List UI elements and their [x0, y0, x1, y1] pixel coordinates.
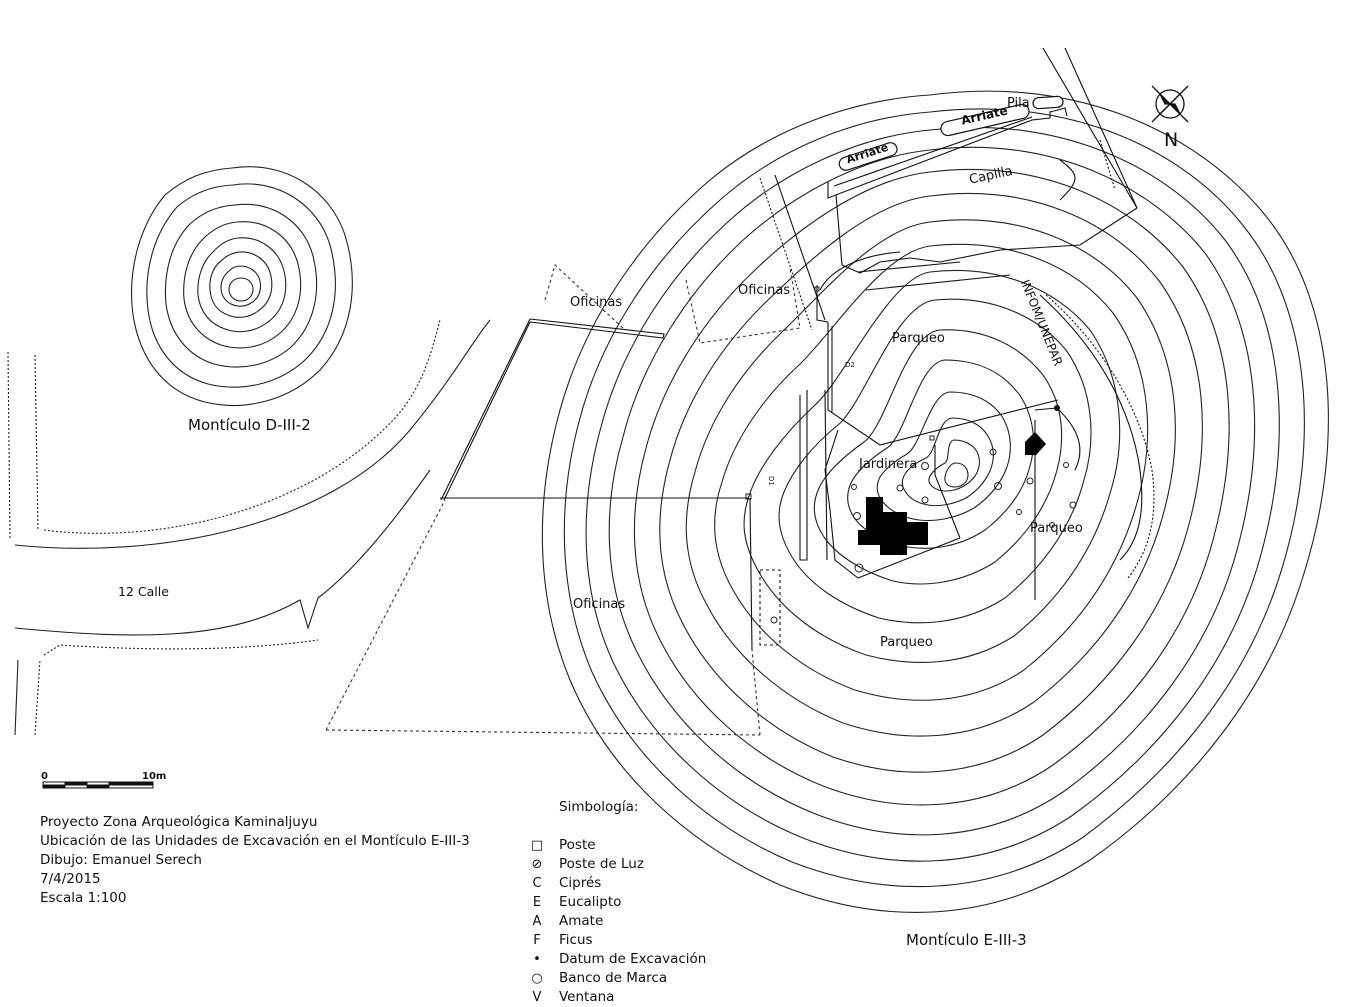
datum-marker: [1054, 405, 1060, 411]
label-parqueo-1: Parqueo: [892, 331, 945, 346]
letter-a: A: [532, 914, 542, 929]
project-title: Proyecto Zona Arqueológica Kaminaljuyu: [40, 814, 318, 830]
legend-title: Simbología:: [559, 799, 639, 815]
label-pila: Pila: [1007, 96, 1030, 111]
label-d2: D2: [845, 361, 855, 369]
excavation-units: [858, 432, 1046, 555]
letter-v: V: [532, 990, 542, 1005]
label-jardinera: Jardinera: [859, 457, 918, 472]
hatched-circle-icon: ⊘: [531, 857, 543, 872]
datum-icon: •: [533, 952, 541, 967]
oficinas-outlines: [325, 263, 801, 736]
scale-bar: [42, 781, 154, 789]
letter-e: E: [532, 895, 542, 910]
north-label: N: [1164, 129, 1179, 151]
legend-item-label: Ventana: [559, 989, 615, 1005]
north-arrow-icon: [1151, 85, 1189, 123]
letter-f: F: [533, 933, 541, 948]
legend-item-label: Ficus: [559, 932, 593, 948]
arriate-shapes: [838, 95, 1064, 171]
label-d1: D1: [767, 476, 775, 486]
legend-item-label: Ciprés: [559, 875, 602, 891]
circle-icon: ○: [531, 971, 543, 986]
legend-item-label: Eucalipto: [559, 894, 622, 910]
legend-item-label: Datum de Excavación: [559, 951, 707, 967]
legend-item-label: Amate: [559, 913, 604, 929]
legend-item-label: Banco de Marca: [559, 970, 668, 986]
label-oficinas-3: Oficinas: [573, 597, 626, 612]
scale-start-label: 0: [41, 771, 48, 782]
drawing-author: Dibujo: Emanuel Serech: [40, 852, 202, 868]
project-info: Proyecto Zona Arqueológica Kaminaljuyu U…: [40, 813, 470, 908]
label-12-calle: 12 Calle: [118, 584, 169, 599]
legend-item-label: Poste: [559, 837, 596, 853]
mound-d-contours: [131, 166, 353, 406]
label-monticulo-e-iii-3: Montículo E-III-3: [906, 931, 1027, 949]
road-12-calle: [7, 319, 491, 736]
label-oficinas-2: Oficinas: [738, 283, 791, 298]
drawing-subtitle: Ubicación de las Unidades de Excavación …: [40, 833, 470, 849]
label-parqueo-2: Parqueo: [1030, 521, 1083, 536]
label-monticulo-d-iii-2: Montículo D-III-2: [188, 416, 311, 434]
drawing-date: 7/4/2015: [40, 871, 101, 887]
letter-c: C: [532, 876, 542, 891]
site-features: [440, 47, 1155, 651]
scale-end-label: 10m: [142, 771, 167, 782]
point-symbols: [745, 286, 1077, 624]
drawing-scale: Escala 1:100: [40, 890, 127, 906]
legend-item-label: Poste de Luz: [559, 856, 644, 872]
square-icon: □: [530, 838, 544, 853]
mound-e-contours: [541, 90, 1329, 913]
label-parqueo-3: Parqueo: [880, 635, 933, 650]
label-oficinas-1: Oficinas: [570, 295, 623, 310]
